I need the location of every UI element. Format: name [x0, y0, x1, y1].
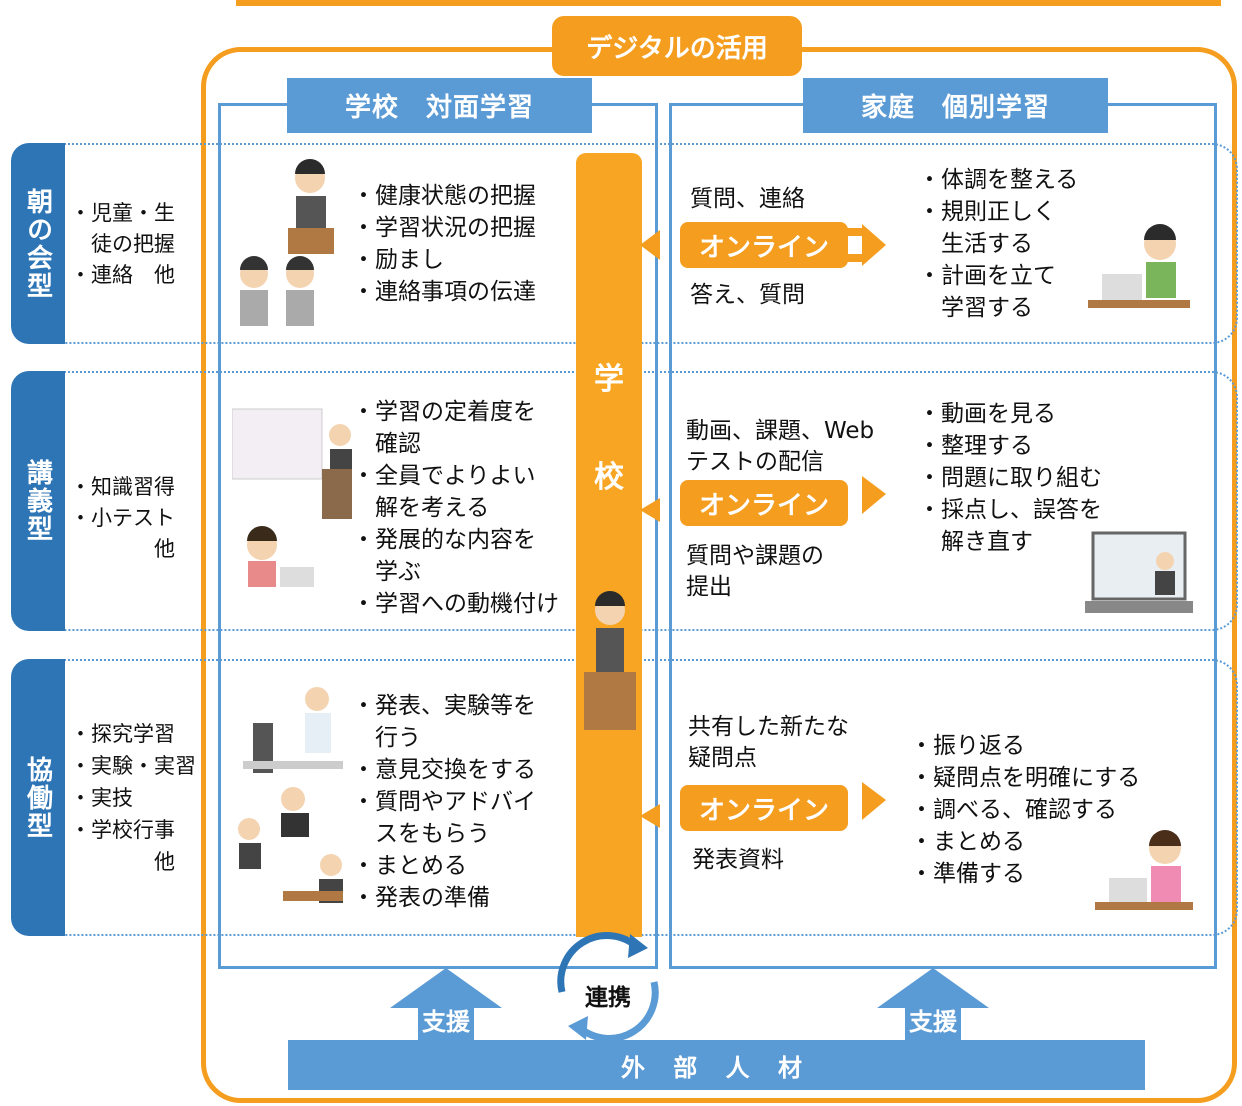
- send-morning: 質問、連絡: [690, 186, 805, 212]
- left-items-morning: ・児童・生 徒の把握・連絡 他: [70, 201, 175, 287]
- teacher-at-podium-illustration: [584, 591, 636, 730]
- top-rule: [236, 0, 1221, 6]
- home-column-header: 家庭 個別学習: [803, 78, 1108, 133]
- row-tab-collab: 協働型: [11, 659, 65, 936]
- school-items-morning: ・健康状態の把握・学習状況の把握・励まし・連絡事項の伝達: [352, 183, 536, 305]
- left-items-collab: ・探究学習・実験・実習・実技・学校行事 他: [70, 722, 196, 874]
- home-items-lecture: ・動画を見る・整理する・問題に取り組む・採点し、誤答を 解き直す: [918, 401, 1102, 555]
- home-student-illustration-2: [1095, 830, 1193, 910]
- lecture-illustration: [232, 408, 352, 587]
- home-items-morning: ・体調を整える・規則正しく 生活する・計画を立て 学習する: [918, 167, 1079, 321]
- school-bar-char-2: 校: [594, 460, 624, 495]
- online-arrows-morning: [640, 224, 886, 266]
- home-items-collab: ・振り返る・疑問点を明確にする・調べる、確認する・まとめる・準備する: [910, 733, 1141, 887]
- school-bar-char-1: 学: [594, 362, 624, 397]
- collab-cycle-icon: [557, 932, 659, 1042]
- school-items-lecture: ・学習の定着度を 確認・全員でよりよい 解を考える・発展的な内容を 学ぶ・学習へ…: [352, 399, 559, 617]
- receive-collab: 発表資料: [692, 847, 784, 873]
- row-box-lecture: [64, 371, 1238, 631]
- external-resources-bar: 外 部 人 材: [288, 1040, 1145, 1090]
- support-label-right: 支援: [909, 1008, 957, 1036]
- collab-illustration: [238, 687, 343, 903]
- support-label-left: 支援: [422, 1008, 470, 1036]
- row-box-morning: [64, 143, 1238, 344]
- school-items-collab: ・発表、実験等を 行う・意見交換をする・質問やアドバイ スをもらう・まとめる・発…: [352, 693, 536, 911]
- school-column-header: 学校 対面学習: [287, 78, 592, 133]
- online-badge-collab: オンライン: [680, 785, 848, 831]
- online-lesson-laptop-illustration: [1085, 531, 1193, 613]
- collab-label: 連携: [585, 985, 631, 1011]
- online-badge-morning: オンライン: [680, 222, 848, 268]
- left-items-lecture: ・知識習得・小テスト 他: [70, 475, 175, 561]
- row-box-collab: [64, 659, 1238, 936]
- home-student-illustration-1: [1088, 224, 1190, 308]
- receive-lecture: 質問や課題の提出: [686, 543, 824, 600]
- send-collab: 共有した新たな疑問点: [688, 714, 849, 771]
- online-arrows-collab: [640, 782, 886, 828]
- online-badge-lecture: オンライン: [680, 480, 848, 526]
- online-arrows-lecture: [640, 476, 886, 522]
- page-title: デジタルの活用: [552, 16, 802, 76]
- school-bar: [576, 153, 642, 937]
- row-tab-morning: 朝の会型: [11, 143, 65, 344]
- receive-morning: 答え、質問: [690, 282, 805, 308]
- teacher-and-students-illustration: [240, 159, 334, 326]
- row-tab-lecture: 講義型: [11, 371, 65, 631]
